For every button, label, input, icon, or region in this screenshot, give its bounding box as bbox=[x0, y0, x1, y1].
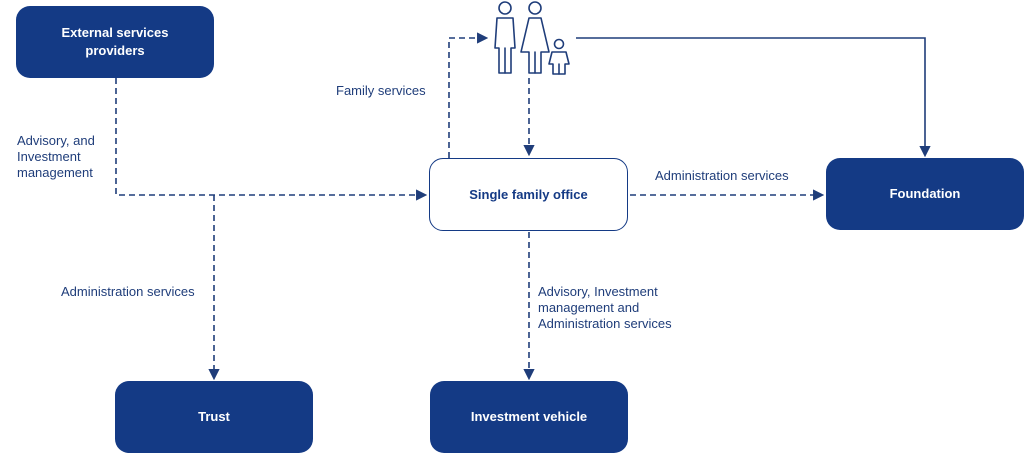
external-services-node[interactable]: External services providers bbox=[16, 6, 214, 78]
investment-vehicle-node[interactable]: Investment vehicle bbox=[430, 381, 628, 453]
investment-vehicle-label: Investment vehicle bbox=[470, 409, 588, 424]
family-icon bbox=[494, 1, 570, 75]
edge-external-to-office bbox=[115, 78, 428, 201]
admin-foundation-label: Administration services bbox=[655, 168, 789, 183]
single-family-office-label: Single family office bbox=[469, 186, 588, 202]
family-services-label: Family services bbox=[336, 83, 426, 98]
single-family-office-node[interactable]: Single family office bbox=[429, 158, 628, 231]
external-services-label: External services providers bbox=[61, 25, 169, 58]
foundation-node[interactable]: Foundation bbox=[826, 158, 1024, 230]
trust-label: Trust bbox=[198, 409, 230, 424]
advisory-vehicle-label: Advisory, Investment management and Admi… bbox=[538, 284, 672, 331]
admin-trust-label: Administration services bbox=[61, 284, 195, 299]
foundation-label: Foundation bbox=[889, 186, 961, 201]
trust-node[interactable]: Trust bbox=[115, 381, 313, 453]
advisory-investment-label: Advisory, and Investment management bbox=[17, 133, 95, 180]
edge-family-to-foundation bbox=[576, 37, 931, 158]
edge-office-to-family bbox=[448, 32, 489, 158]
